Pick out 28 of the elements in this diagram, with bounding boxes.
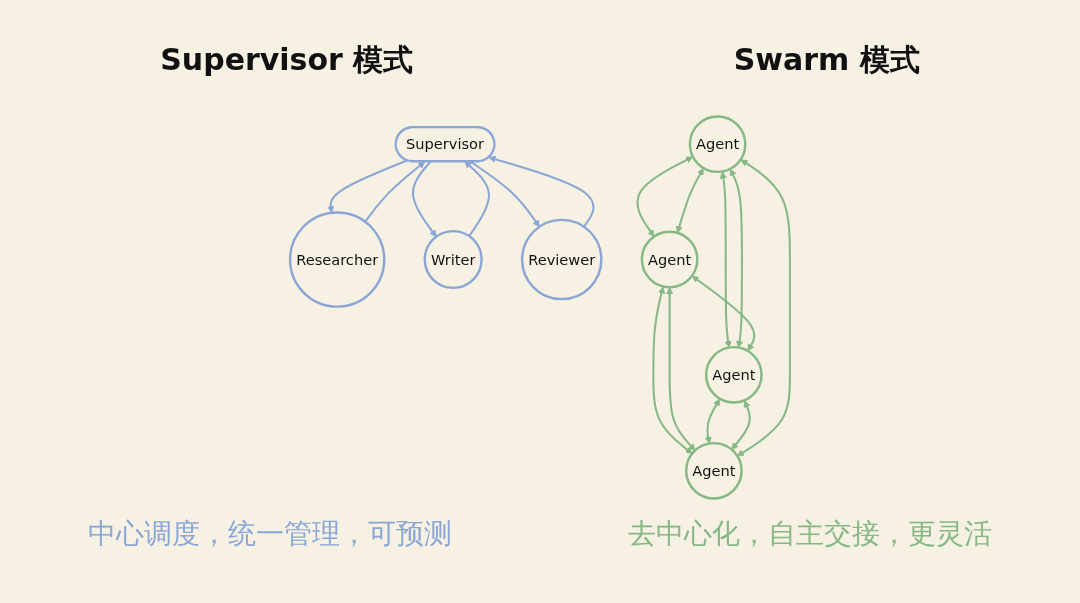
- arrow: [464, 161, 490, 237]
- node-circle: Writer: [423, 229, 483, 290]
- arrow: [469, 160, 540, 228]
- caption-text: 中心调度，统一管理，可预测: [88, 516, 452, 552]
- node-circle: Agent: [704, 345, 763, 404]
- section-heading: Swarm 模式: [733, 41, 920, 79]
- node-circle: Reviewer: [520, 218, 603, 301]
- arrow: [675, 168, 704, 234]
- arrow: [327, 159, 408, 214]
- arrow: [666, 287, 696, 451]
- node-text: Supervisor: [406, 135, 485, 153]
- arrow: [412, 160, 437, 238]
- node-circle: Agent: [684, 441, 743, 500]
- arrow: [729, 168, 744, 348]
- section-heading: Supervisor 模式: [160, 41, 414, 79]
- arrow: [636, 156, 693, 237]
- arrow: [731, 400, 751, 450]
- arrow: [364, 161, 426, 223]
- arrow: [488, 155, 595, 228]
- node-circle: Agent: [640, 230, 699, 289]
- node-circle: Agent: [688, 115, 747, 174]
- arrow: [719, 171, 732, 348]
- node-circle: Researcher: [288, 211, 386, 308]
- caption-text: 去中心化，自主交接，更灵活: [628, 516, 992, 552]
- arrow: [652, 286, 693, 454]
- arrow: [691, 275, 756, 352]
- arrow: [704, 398, 720, 444]
- arrow: [737, 159, 791, 457]
